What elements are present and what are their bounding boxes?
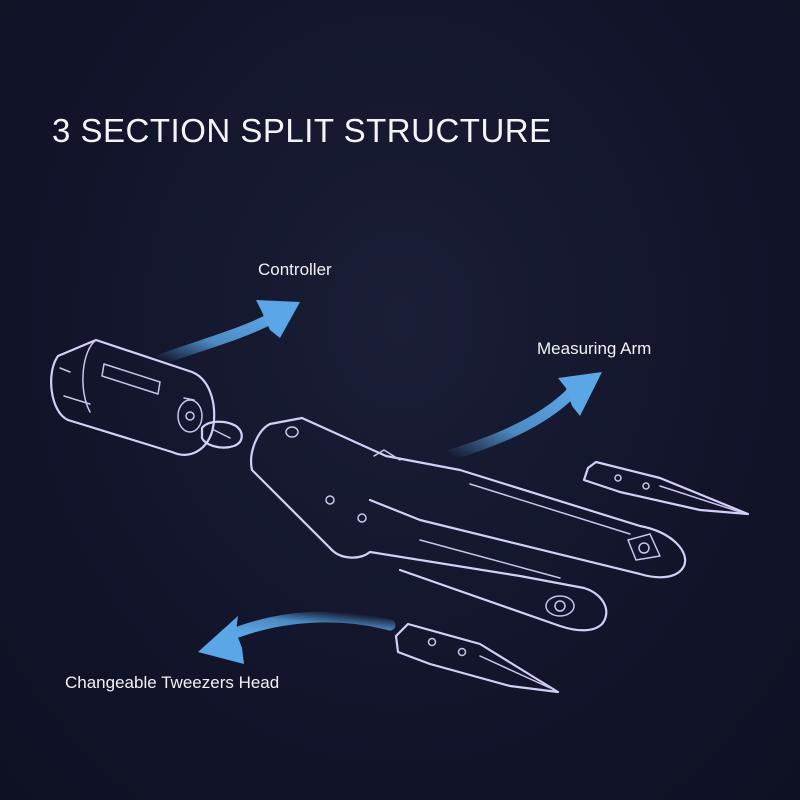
controller-arrow: [154, 300, 300, 366]
tweezers-head-sketch: [394, 622, 560, 694]
spare-tweezer-tip-upper: [582, 460, 750, 516]
controller-label: Controller: [258, 260, 332, 279]
page-title: 3 SECTION SPLIT STRUCTURE: [52, 112, 552, 149]
controller-sketch: [50, 338, 243, 456]
measuring-arm-label: Measuring Arm: [537, 339, 652, 358]
measuring-arm-arrow: [444, 372, 602, 461]
tweezers-head-arrow: [198, 611, 396, 664]
measuring-arm-sketch: [250, 416, 687, 632]
tweezers-head-label: Changeable Tweezers Head: [65, 673, 280, 692]
